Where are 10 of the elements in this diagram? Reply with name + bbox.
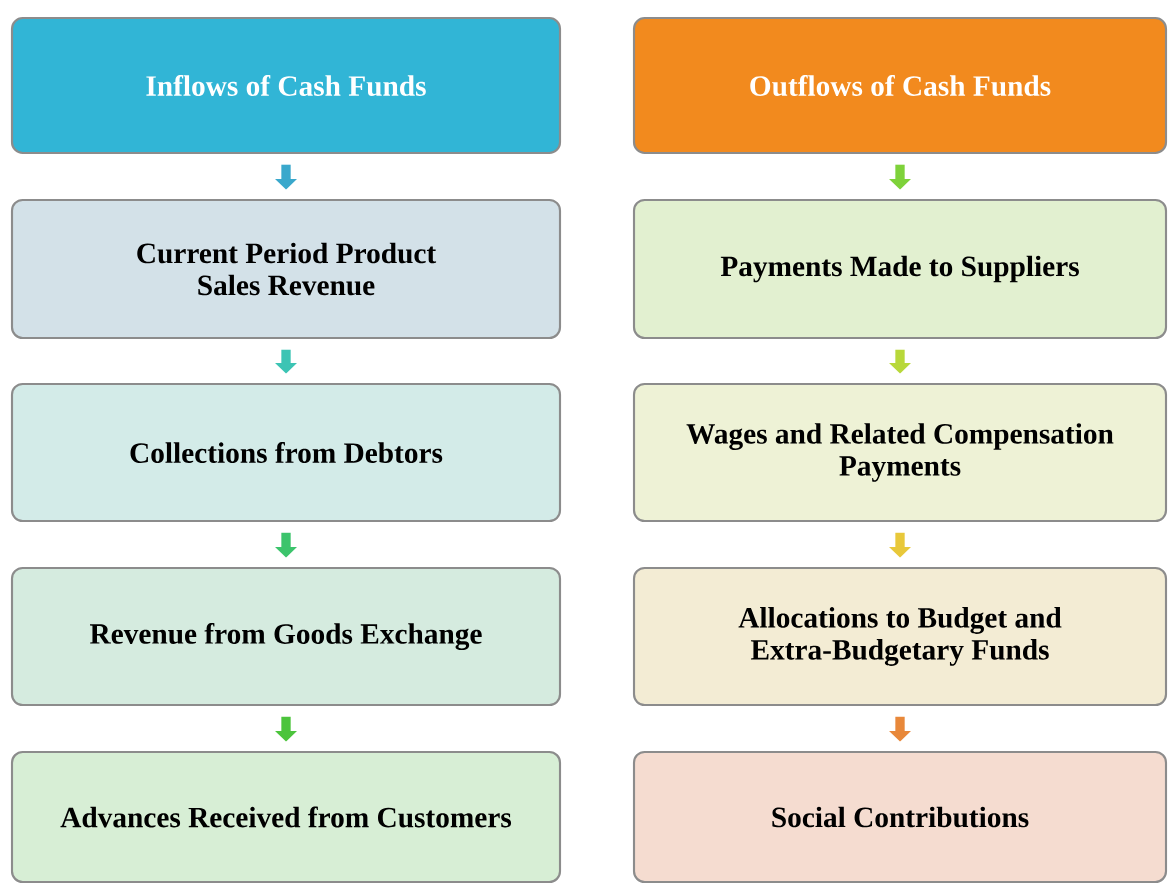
process-box: Outflows of Cash Funds [632,16,1168,155]
process-box: Revenue from Goods Exchange [10,566,562,707]
process-box: Wages and Related Compensation Payments [632,382,1168,523]
process-box: Collections from Debtors [10,382,562,523]
process-box: Social Contributions [632,750,1168,884]
process-box: Allocations to Budget and Extra-Budgetary Funds [632,566,1168,707]
process-box: Advances Received from Customers [10,750,562,884]
process-box: Current Period Product Sales Revenue [10,198,562,340]
process-box: Payments Made to Suppliers [632,198,1168,340]
process-box: Inflows of Cash Funds [10,16,562,155]
